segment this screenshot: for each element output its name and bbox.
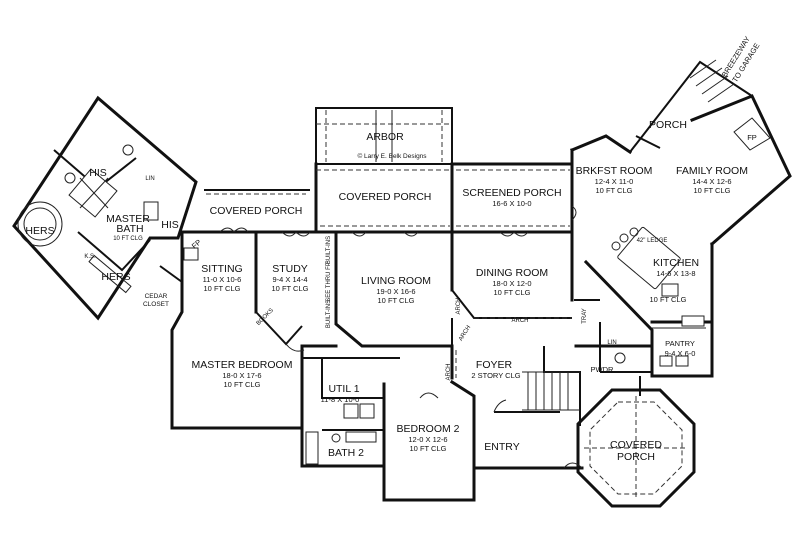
arch-label-2: ARCH xyxy=(458,325,472,343)
room-pwdr-name: PWDR xyxy=(591,365,614,374)
room-covered-porch-bottom-line2: PORCH xyxy=(617,451,655,463)
staircase xyxy=(522,371,580,411)
room-study-ceiling: 10 FT CLG xyxy=(272,284,309,293)
arbor-outline xyxy=(315,107,453,165)
room-dining-name: DINING ROOM xyxy=(476,267,548,279)
room-util1-name: UTIL 1 xyxy=(328,383,359,395)
room-covered-porch-left-name: COVERED PORCH xyxy=(210,205,303,217)
room-foyer-name: FOYER xyxy=(476,359,513,371)
room-porch-right-name: PORCH xyxy=(649,119,687,131)
details xyxy=(17,59,771,508)
room-covered-porch-top-name: COVERED PORCH xyxy=(339,191,432,203)
room-covered-porch-bottom-line1: COVERED xyxy=(610,439,662,451)
room-brkfst-ceiling: 10 FT CLG xyxy=(596,186,633,195)
family-room-fireplace xyxy=(733,117,771,151)
room-pantry-dims: 9-4 X 6-0 xyxy=(665,349,696,358)
master-bath-line2: BATH xyxy=(116,223,143,235)
room-sitting-ceiling: 10 FT CLG xyxy=(204,284,241,293)
books-label: BOOKS xyxy=(256,308,275,327)
arch-label-1: ARCH xyxy=(456,297,462,314)
room-kitchen-dims: 14-6 X 13-8 xyxy=(656,269,695,278)
room-screened-porch-dims: 16-6 X 10-0 xyxy=(492,199,531,208)
room-sitting-dims: 11-0 X 10-6 xyxy=(203,275,242,284)
room-lin-right-name: LIN xyxy=(607,340,616,346)
kitchen-island xyxy=(617,226,681,290)
room-brkfst-dims: 12-4 X 11-0 xyxy=(595,177,634,186)
room-master-bedroom-dims: 18-0 X 17-6 xyxy=(222,371,261,380)
see-thru-fp-label: SEE THRU FP xyxy=(326,262,332,302)
room-dining-ceiling: 10 FT CLG xyxy=(494,288,531,297)
master-tub xyxy=(17,201,63,247)
room-arbor-name: ARBOR xyxy=(366,131,404,143)
room-living-name: LIVING ROOM xyxy=(361,275,431,287)
room-sitting-name: SITTING xyxy=(201,263,242,275)
room-screened-porch-name: SCREENED PORCH xyxy=(462,187,561,199)
room-kitchen-ceiling: 10 FT CLG xyxy=(650,295,687,304)
room-family-name: FAMILY ROOM xyxy=(676,165,748,177)
room-fp-right-name: FP xyxy=(747,133,757,142)
room-bedroom2-dims: 12-0 X 12-6 xyxy=(408,435,447,444)
room-master-bedroom-name: MASTER BEDROOM xyxy=(192,359,293,371)
arch-label-3: ARCH xyxy=(511,318,528,324)
built-ins-label-2: BUILT-INS xyxy=(326,300,332,328)
master-bath-ceiling: 10 FT CLG xyxy=(113,236,143,242)
credit-text: © Larry E. Belk Designs xyxy=(357,152,427,160)
cedar-closet-line1: CEDAR xyxy=(145,293,168,300)
his-top-name: HIS xyxy=(89,167,107,179)
room-dining-dims: 18-0 X 12-0 xyxy=(492,279,531,288)
his-mid-name: HIS xyxy=(161,219,179,231)
cedar-closet-line2: CLOSET xyxy=(143,301,169,308)
room-study-dims: 9-4 X 14-4 xyxy=(272,275,307,284)
hers-left-name: HERS xyxy=(25,225,54,237)
room-study-name: STUDY xyxy=(272,263,308,275)
room-family-ceiling: 10 FT CLG xyxy=(694,186,731,195)
built-ins-label-1: BUILT-INS xyxy=(326,236,332,264)
arch-label-4: ARCH xyxy=(446,363,452,380)
room-util1-dims: 11-8 X 10-0 xyxy=(321,395,360,404)
hers-bottom-name: HERS xyxy=(101,271,130,283)
room-living-ceiling: 10 FT CLG xyxy=(378,296,415,305)
room-brkfst-name: BRKFST ROOM xyxy=(576,165,653,177)
room-kitchen-name: KITCHEN xyxy=(653,257,699,269)
room-pantry-name: PANTRY xyxy=(665,339,695,348)
room-entry-name: ENTRY xyxy=(484,441,519,453)
lin-left-name: LIN xyxy=(145,176,154,182)
ks-name: K.S. xyxy=(84,254,96,260)
master-suite-outline xyxy=(12,95,198,321)
room-living-dims: 19-0 X 16-6 xyxy=(376,287,415,296)
room-family-dims: 14-4 X 12-6 xyxy=(692,177,731,186)
room-bedroom2-name: BEDROOM 2 xyxy=(396,423,459,435)
room-bedroom2-ceiling: 10 FT CLG xyxy=(410,444,447,453)
room-master-bedroom-ceiling: 10 FT CLG xyxy=(224,380,261,389)
tray-label: TRAY xyxy=(582,308,588,324)
kitchen-ledge: 42" LEDGE xyxy=(637,238,668,244)
covered-porch-octagon xyxy=(576,388,696,508)
room-foyer-dims: 2 STORY CLG xyxy=(471,371,520,380)
room-bath2-name: BATH 2 xyxy=(328,447,364,459)
master-bath-line1: MASTER xyxy=(106,213,150,225)
walls xyxy=(12,60,792,502)
